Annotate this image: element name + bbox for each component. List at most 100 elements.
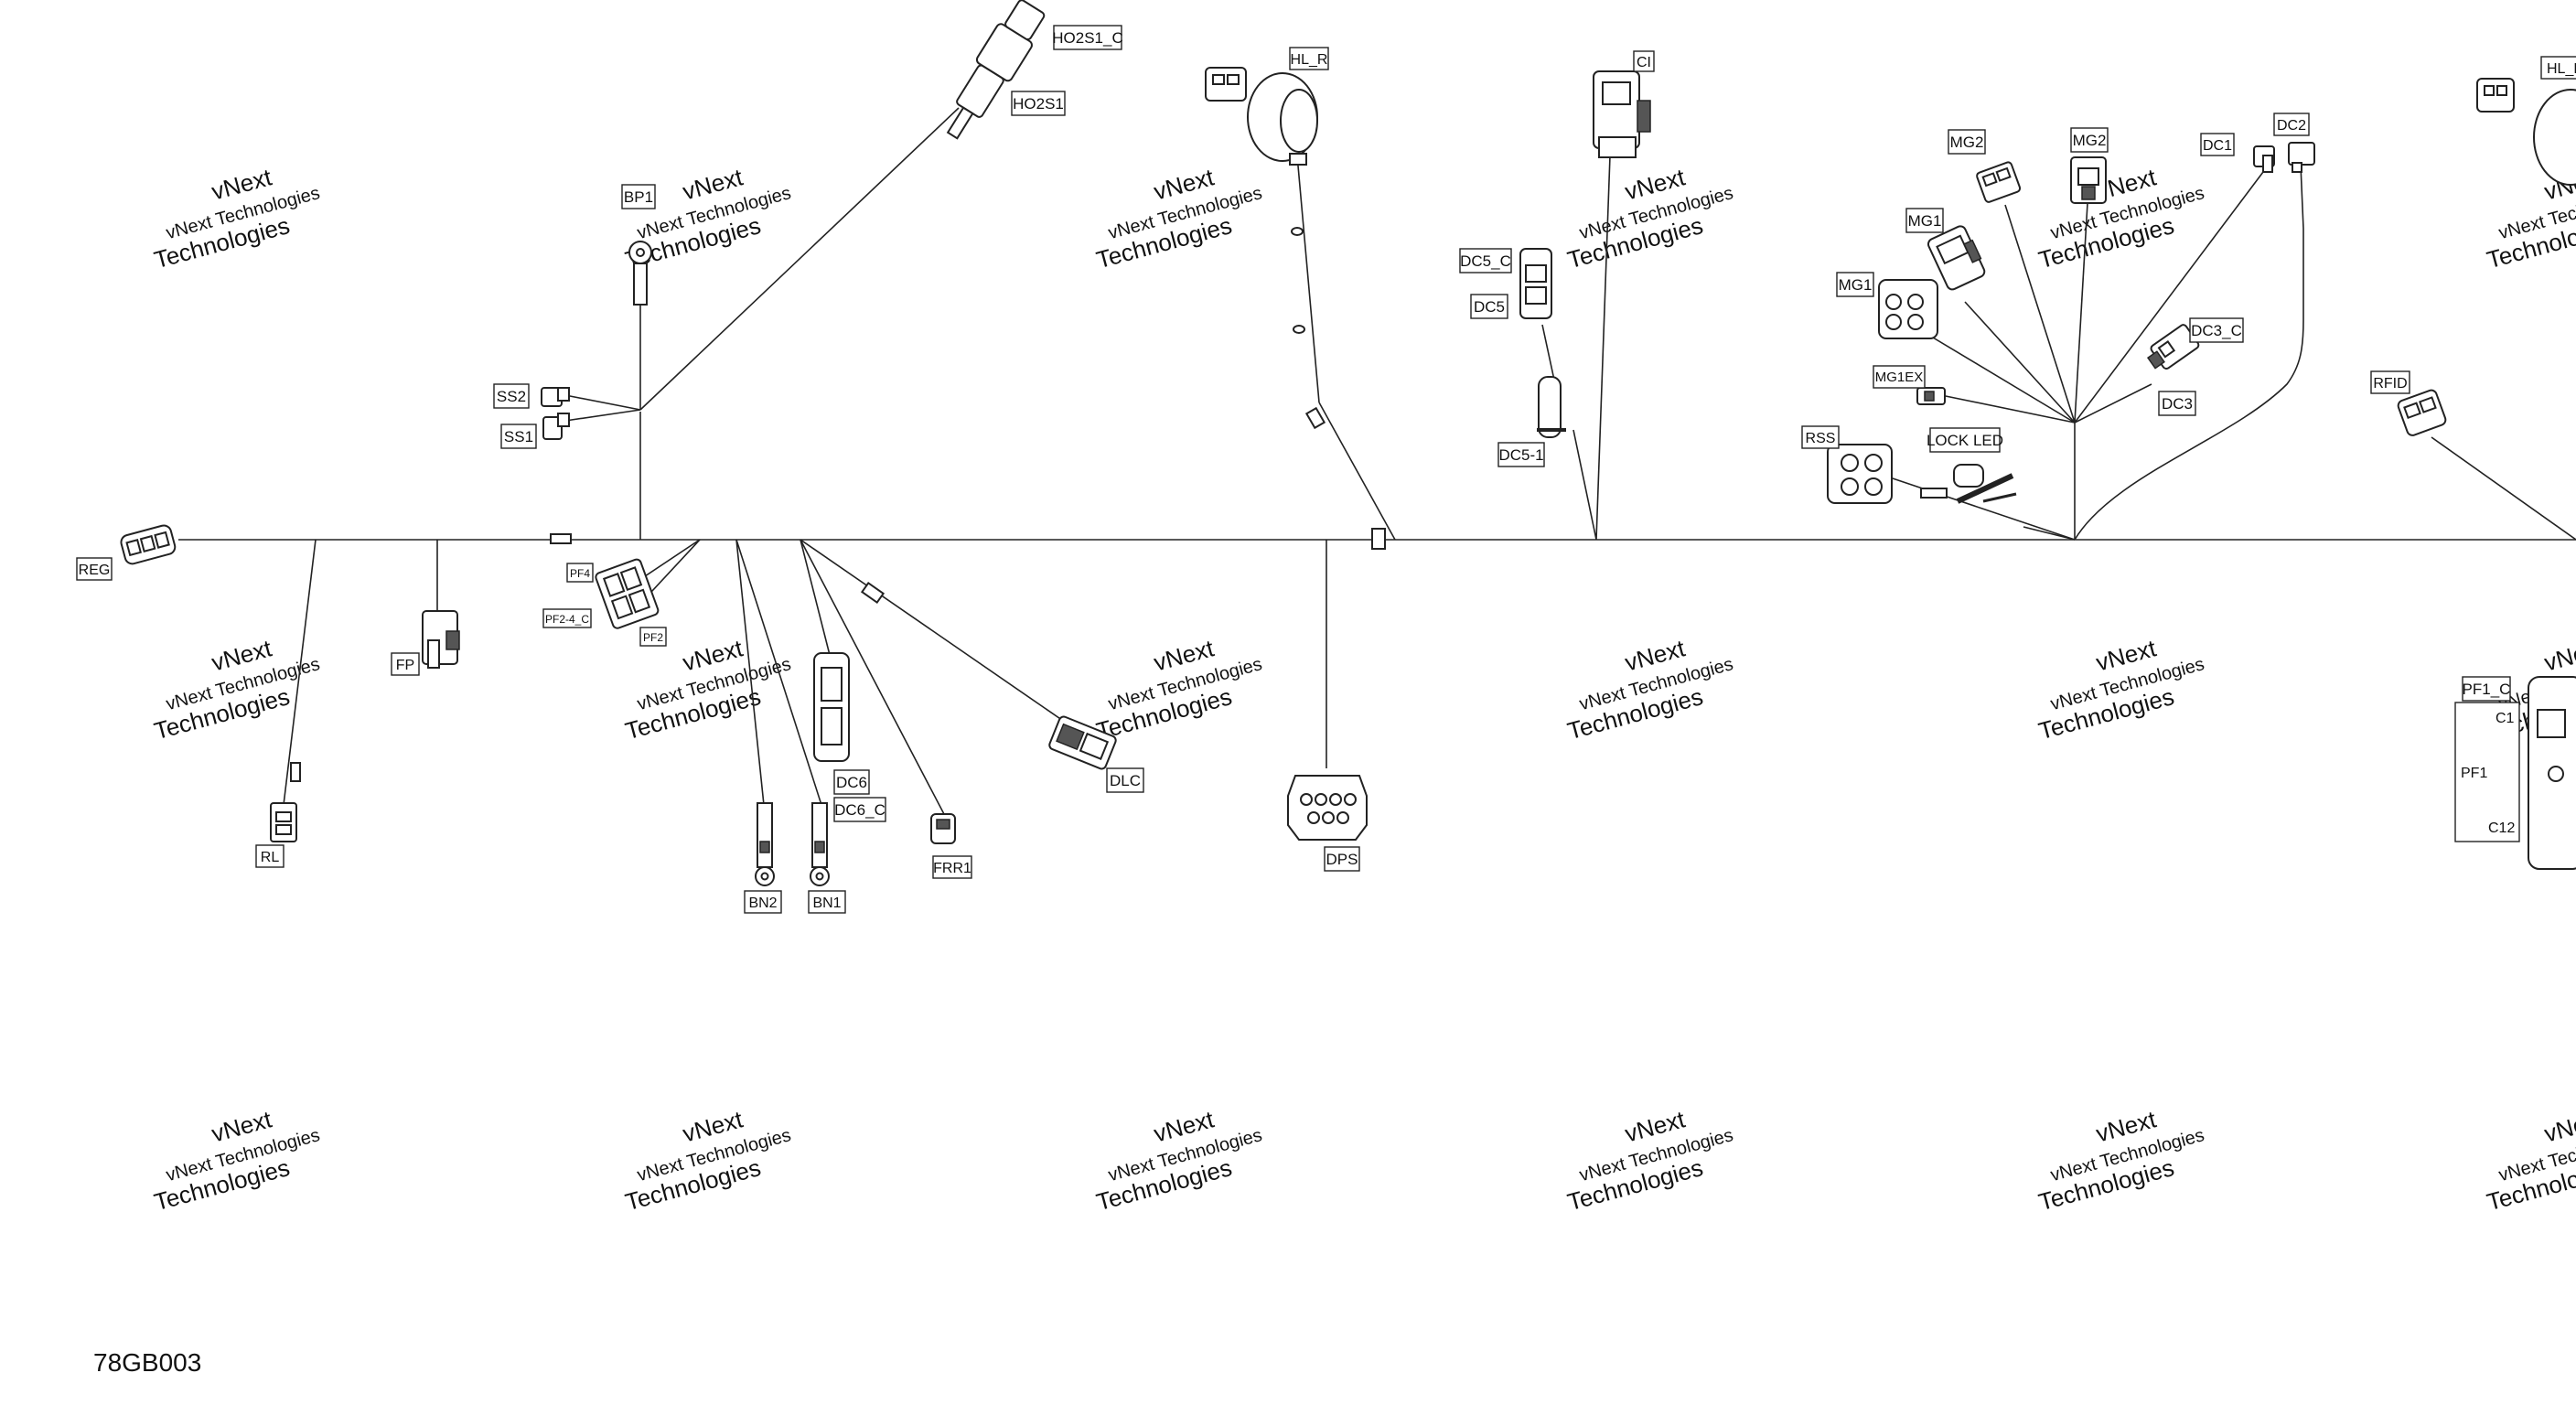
ci-connector-icon [1593,70,1651,158]
label-mg2: MG2 [2073,132,2107,149]
label-pf4: PF4 [570,567,590,580]
label-dc3-c: DC3_C [2191,322,2242,339]
watermark-vnext: vNext [2541,1105,2576,1147]
label-mg1: MG1 [1839,276,1873,294]
branch-wire-bn1 [735,539,822,806]
label-reg: REG [79,563,111,578]
label-dps: DPS [1326,851,1358,868]
label-dc6-c: DC6_C [834,801,886,819]
ss1-sensor-icon [542,413,570,440]
label-hl-r: HL_R [1291,52,1328,68]
mg1-connector-icon [1878,279,1938,339]
dc3-connector-icon [2146,324,2200,370]
branch-wire-rfid [2431,436,2576,541]
label-c1: C1 [2496,711,2515,726]
label-pf1-c: PF1_C [2463,681,2511,698]
branch-wire-dc5-1 [1572,429,1597,541]
label-ho2s1: HO2S1 [1013,95,1064,113]
mg1-connector-icon [1927,225,1986,291]
branch-wire-ho2s1 [639,107,960,411]
mg1ex-connector-icon [1916,387,1946,405]
trunk-splice-marker [550,533,572,544]
branch-wire-ss2 [564,394,641,411]
label-rss: RSS [1806,431,1836,446]
branch-wire-dc1 [2074,164,2270,424]
label-pf1: PF1 [2461,766,2487,781]
dc5-connector-icon [1519,248,1552,319]
branch-wire-frr1 [800,539,945,815]
branch-wire-hl-r-2 [1296,155,1320,403]
label-dlc: DLC [1110,772,1141,789]
rl-branch-marker [290,762,301,782]
branch-wire-mg2b [2074,202,2088,424]
label-mg1ex: MG1EX [1875,370,1924,385]
hl-r-wire-ring [1291,227,1304,236]
label-pf2: PF2 [643,631,663,644]
label-ci: CI [1637,55,1651,70]
label-dc2: DC2 [2277,118,2306,134]
reg-connector-icon [120,524,177,565]
pf1-bracket-box [2454,702,2520,842]
label-fp: FP [396,658,414,673]
ss2-sensor-icon [541,387,570,407]
label-rfid: RFID [2373,376,2407,391]
labels: HO2S1_C HO2S1 HL_R CI HL_L BP1 SS2 SS1 D… [76,25,2576,914]
lock-led-icon [1953,464,2017,504]
dc6-connector-icon [813,652,850,762]
bn2-ring-terminal-icon [755,802,775,886]
label-mg1: MG1 [1908,212,1942,230]
hl-r-branch-marker [1304,406,1326,430]
label-dc1: DC1 [2203,138,2232,154]
frr1-connector-icon [930,813,956,844]
hl-r-headlamp-icon [1205,67,1318,166]
label-dc5-c: DC5_C [1460,252,1511,270]
branch-wire-rl [283,539,317,806]
label-dc5: DC5 [1474,298,1505,316]
label-frr1: FRR1 [933,861,971,876]
rfid-connector-icon [2397,389,2447,436]
label-bp1: BP1 [624,188,653,206]
label-mg2: MG2 [1950,134,1984,151]
rl-connector-icon [270,802,297,842]
branch-wire-mg1ex [1940,394,2076,424]
mg2-connector-icon [2070,156,2107,204]
label-lock-led: LOCK LED [1927,432,2003,449]
dps-connector-icon [1287,775,1368,841]
diagram-code: 78GB003 [93,1348,202,1377]
dc1-connector-icon [2253,145,2275,173]
label-ss2: SS2 [497,388,526,405]
branch-wire-dlc [800,539,1069,725]
label-dc3: DC3 [2162,395,2193,413]
label-pf2-4-c: PF2-4_C [545,613,589,626]
rss-connector-icon [1827,444,1948,504]
dlc-connector-icon [1048,715,1117,770]
pf2-pf4-connector-icon [595,558,660,629]
hl-l-headlamp-icon [2476,78,2576,186]
dlc-branch-marker [860,581,886,605]
branch-wire-bn2 [735,539,765,806]
watermark-vnext: vNext [2541,634,2576,676]
label-bn2: BN2 [748,896,777,911]
label-ss1: SS1 [504,428,533,445]
branch-wire-rss [1884,475,2076,541]
branch-wire-hl-r-1 [1318,402,1396,541]
branch-wire-mg1b [1918,328,2076,424]
label-ho2s1-c: HO2S1_C [1052,29,1122,47]
branch-wire-dc6 [800,539,832,660]
bn1-ring-terminal-icon [810,802,830,886]
branch-wire-mg1a [1964,301,2076,424]
branch-wire-dc2 [2074,164,2304,541]
pf1-fuse-box-icon [2528,676,2576,870]
hl-r-wire-ring [1293,325,1305,334]
label-c12: C12 [2488,820,2515,836]
watermark-group: vNext vNext Technologies Technologies vN… [151,163,2576,1216]
harness-wires [178,107,2576,815]
label-dc6: DC6 [836,774,867,791]
label-bn1: BN1 [812,896,841,911]
trunk-clip-marker [1371,528,1386,550]
dc5-1-holder-icon [1537,376,1566,438]
bp1-ring-terminal-icon [628,241,652,306]
branch-wire-mg2a [2004,204,2076,424]
label-hl-l: HL_L [2547,61,2576,77]
